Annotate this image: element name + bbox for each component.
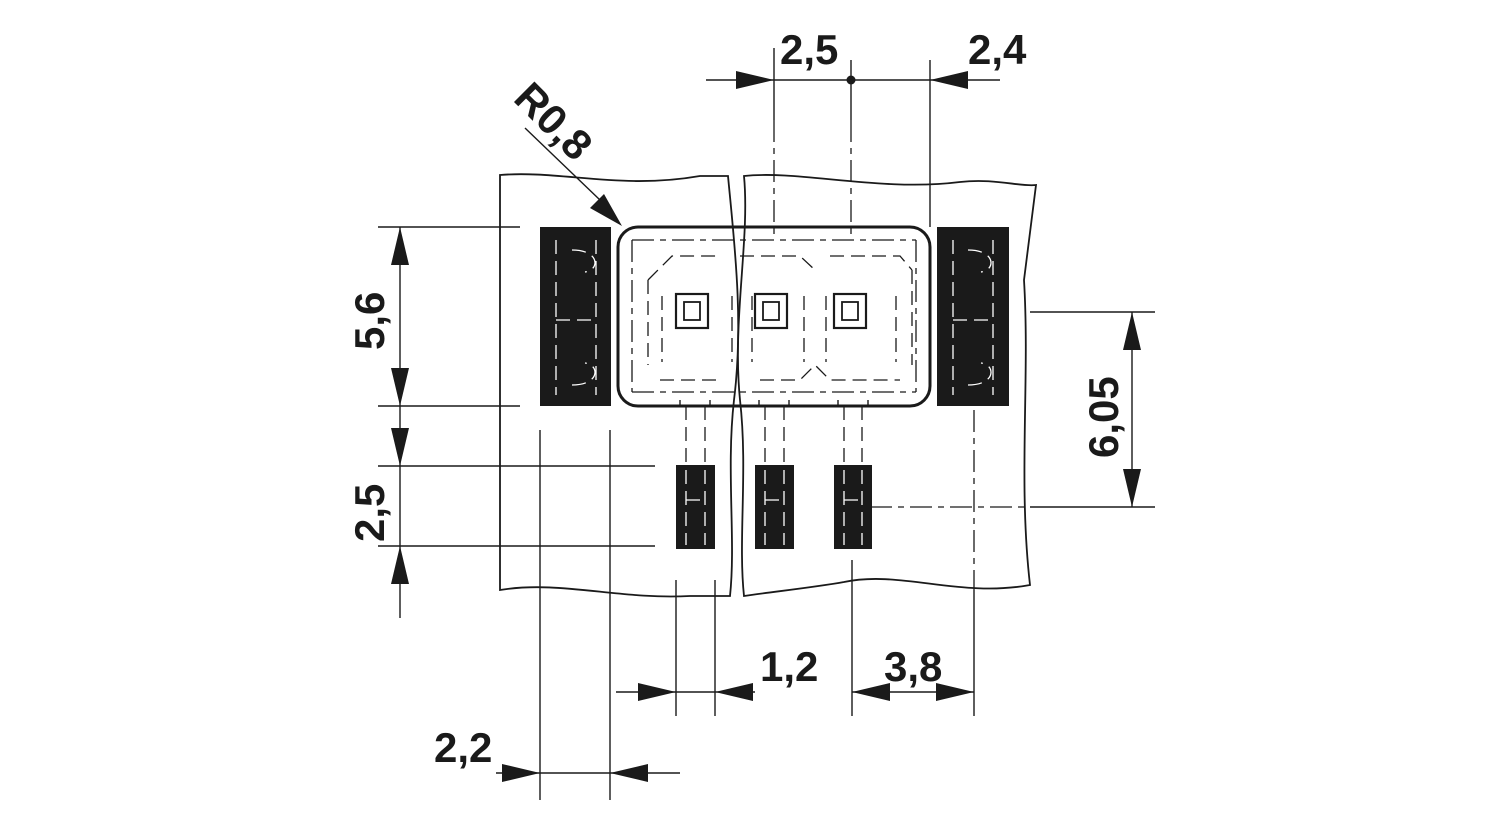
- dim-bottom-pad-width: 1,2: [760, 643, 818, 690]
- right-hold-down-pad: [937, 227, 1009, 406]
- solder-pads: [540, 227, 1009, 549]
- dimension-labels: 2,5 2,4 R0,8 5,6 2,5 6,05 1,2 3,8 2,2: [346, 26, 1127, 771]
- connector-housing: [616, 225, 932, 408]
- dimension-lines: [391, 71, 1141, 782]
- pin-leads: [679, 400, 869, 465]
- dim-top-pitch: 2,5: [780, 26, 838, 73]
- signal-pad-1: [676, 465, 715, 549]
- dim-left-height: 5,6: [346, 292, 393, 350]
- dim-left-pitch: 2,5: [346, 484, 393, 542]
- extension-lines: [378, 48, 1155, 800]
- signal-pad-2: [755, 465, 794, 549]
- dim-top-offset: 2,4: [968, 26, 1027, 73]
- board-outline: [499, 173, 1038, 598]
- left-hold-down-pad: [540, 227, 611, 406]
- pad-hidden-lines: [555, 240, 994, 545]
- contact-windows: [674, 292, 868, 330]
- dim-bottom-left-width: 2,2: [434, 724, 492, 771]
- dim-bottom-offset: 3,8: [884, 643, 942, 690]
- signal-pad-3: [834, 465, 872, 549]
- dim-right-height: 6,05: [1080, 376, 1127, 458]
